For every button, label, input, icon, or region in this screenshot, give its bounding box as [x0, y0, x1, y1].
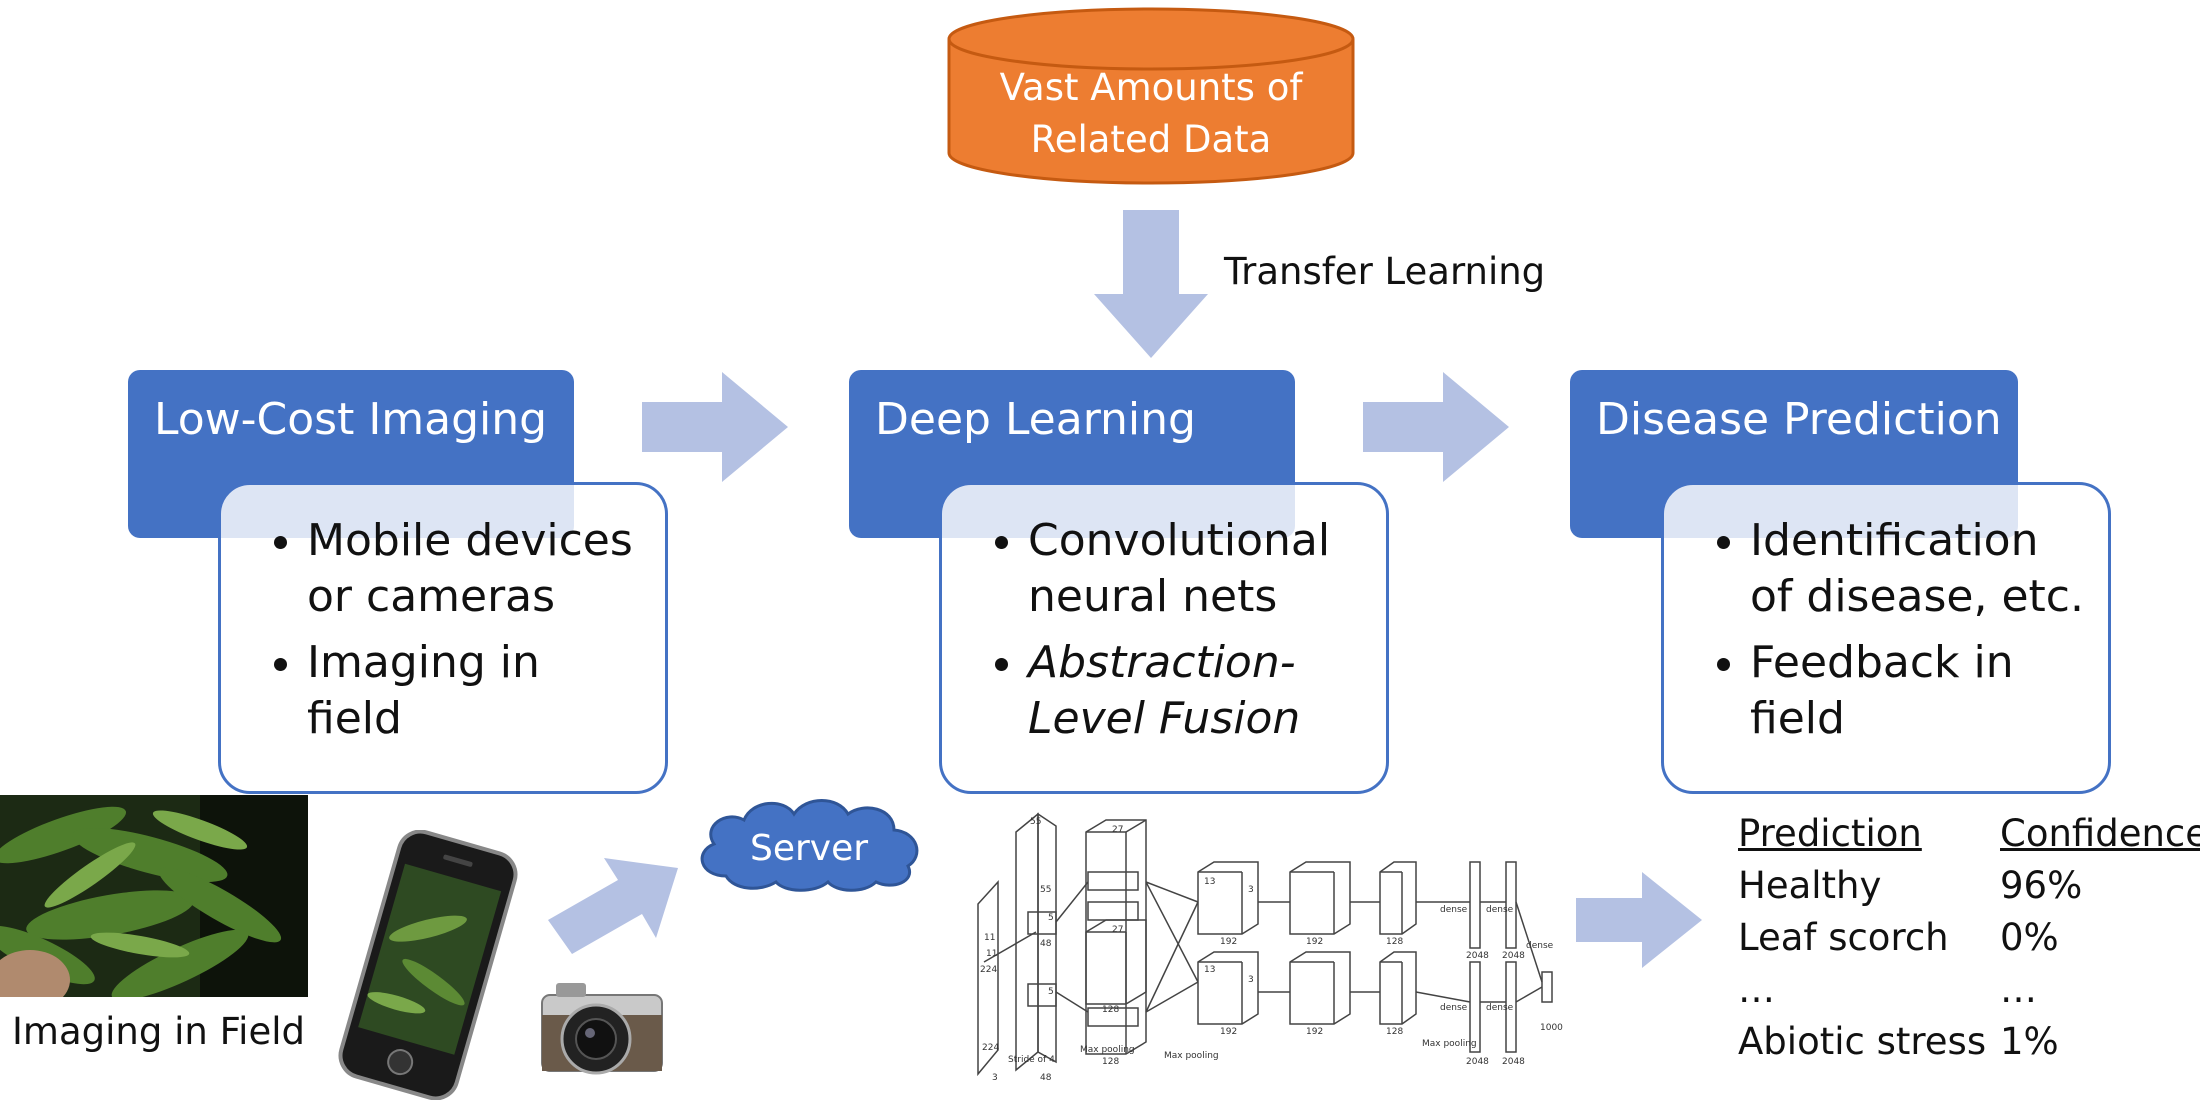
bullet-feedback: Feedback in field	[1750, 635, 2088, 747]
stage-disease-prediction-body: Identification of disease, etc. Feedback…	[1661, 482, 2111, 794]
cnn-label-stride: Stride of 4	[1008, 1055, 1055, 1065]
data-source-label: Vast Amounts of Related Data	[999, 66, 1303, 161]
arrow-deep-learning-to-prediction	[1363, 372, 1509, 482]
cnn-label-27b: 27	[1112, 925, 1123, 935]
prediction-table-header: Prediction Confidence	[1738, 808, 2200, 860]
cnn-label-224b: 224	[982, 1043, 999, 1053]
cnn-label-192a: 192	[1220, 937, 1237, 947]
cnn-label-128c: 128	[1386, 937, 1403, 947]
cnn-label-1000: 1000	[1540, 1023, 1563, 1033]
cnn-label-3a: 3	[1248, 885, 1254, 895]
cnn-architecture-diagram: 224 224 3 11 11 5 5 55 55 48 48 27 27 12…	[977, 812, 1563, 1083]
row-value: 96%	[2000, 864, 2083, 907]
cnn-label-dense-2: dense	[1486, 905, 1514, 915]
cnn-label-128d: 128	[1386, 1027, 1403, 1037]
row-label: …	[1738, 968, 1775, 1011]
cnn-label-128a: 128	[1102, 1005, 1119, 1015]
cnn-label-55b: 55	[1040, 885, 1051, 895]
cnn-label-dense-3: dense	[1526, 941, 1554, 951]
table-row: Abiotic stress 1%	[1738, 1016, 2200, 1068]
stage-low-cost-imaging-body: Mobile devices or cameras Imaging in fie…	[218, 482, 668, 794]
cnn-label-48a: 48	[1040, 939, 1052, 949]
cnn-label-48b: 48	[1040, 1073, 1052, 1083]
cnn-label-13b: 13	[1204, 965, 1215, 975]
cnn-label-3b: 3	[1248, 975, 1254, 985]
server-label: Server	[749, 828, 869, 869]
smartphone-icon	[338, 830, 518, 1100]
cnn-label-27a: 27	[1112, 825, 1123, 835]
cnn-label-2048b: 2048	[1466, 1057, 1489, 1067]
cnn-label-5a: 5	[1048, 913, 1054, 923]
cnn-label-192d: 192	[1306, 1027, 1323, 1037]
row-value: …	[2000, 968, 2037, 1011]
cnn-label-2048c: 2048	[1502, 951, 1525, 961]
bullet-identification: Identification of disease, etc.	[1750, 513, 2088, 625]
row-value: 1%	[2000, 1020, 2059, 1063]
cnn-label-3: 3	[992, 1073, 998, 1083]
row-label: Healthy	[1738, 864, 1882, 907]
cnn-label-2048a: 2048	[1466, 951, 1489, 961]
bullet-convolutional-nets: Convolutional neural nets	[1028, 513, 1366, 625]
leaf-photo	[0, 795, 308, 997]
row-label: Leaf scorch	[1738, 916, 1949, 959]
camera-icon	[541, 983, 663, 1075]
bullet-abstraction-fusion: Abstraction-Level Fusion	[1028, 635, 1366, 747]
data-source-cylinder	[947, 7, 1355, 185]
arrow-device-to-server	[548, 858, 678, 954]
cnn-label-11b: 11	[986, 949, 997, 959]
row-value: 0%	[2000, 916, 2059, 959]
cnn-label-192b: 192	[1220, 1027, 1237, 1037]
cnn-label-dense-4: dense	[1440, 1003, 1468, 1013]
table-row: Leaf scorch 0%	[1738, 912, 2200, 964]
stage-deep-learning-body: Convolutional neural nets Abstraction-Le…	[939, 482, 1389, 794]
imaging-caption: Imaging in Field	[12, 1010, 305, 1053]
cnn-label-dense-5: dense	[1486, 1003, 1514, 1013]
bullet-mobile-devices: Mobile devices or cameras	[307, 513, 645, 625]
transfer-learning-arrow	[1094, 210, 1208, 358]
cnn-label-11a: 11	[984, 933, 995, 943]
cnn-label-max-pooling-2: Max pooling	[1164, 1051, 1219, 1061]
row-label: Abiotic stress	[1738, 1020, 1987, 1063]
table-row: … …	[1738, 964, 2200, 1016]
cnn-label-55a: 55	[1030, 817, 1041, 827]
cnn-label-224a: 224	[980, 965, 997, 975]
server-cloud-icon	[700, 799, 919, 892]
cnn-label-128b: 128	[1102, 1057, 1119, 1067]
cnn-label-dense-1: dense	[1440, 905, 1468, 915]
cnn-label-13a: 13	[1204, 877, 1215, 887]
cnn-label-5b: 5	[1048, 987, 1054, 997]
transfer-learning-label: Transfer Learning	[1224, 250, 1546, 293]
cnn-label-max-pooling-3: Max pooling	[1422, 1039, 1477, 1049]
arrow-imaging-to-deep-learning	[642, 372, 788, 482]
prediction-table: Prediction Confidence Healthy 96% Leaf s…	[1738, 808, 2200, 1068]
bullet-imaging-in-field: Imaging in field	[307, 635, 645, 747]
header-confidence: Confidence	[2000, 812, 2200, 855]
cnn-label-2048d: 2048	[1502, 1057, 1525, 1067]
table-row: Healthy 96%	[1738, 860, 2200, 912]
cnn-label-192c: 192	[1306, 937, 1323, 947]
cnn-label-max-pooling-1: Max pooling	[1080, 1045, 1135, 1055]
header-prediction: Prediction	[1738, 812, 1922, 855]
arrow-to-prediction-table	[1576, 872, 1702, 968]
